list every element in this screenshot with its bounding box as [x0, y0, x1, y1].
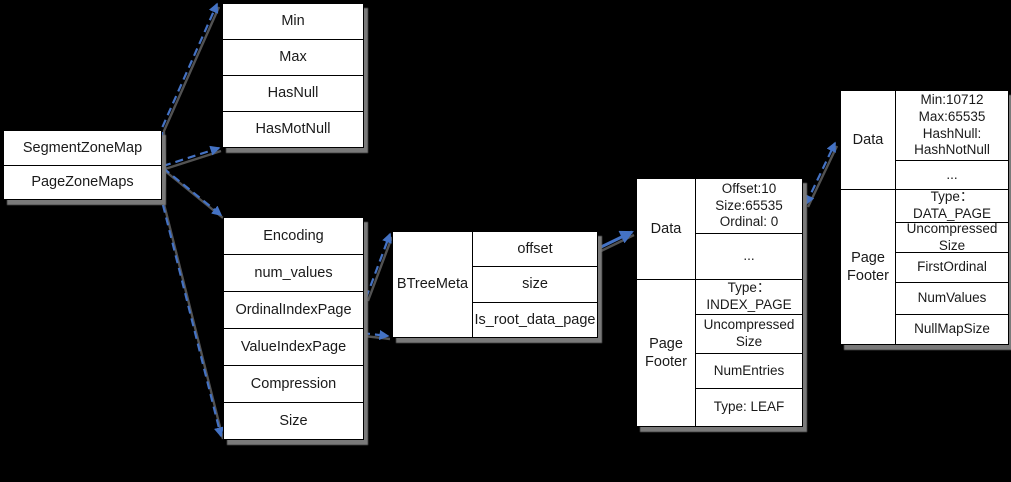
- column-meta-box: Encoding num_values OrdinalIndexPage Val…: [223, 217, 364, 440]
- btree-meta-row-size: size: [473, 266, 597, 301]
- index-page-data-label: Data: [650, 220, 682, 237]
- data-page-stats: Min:10712 Max:65535 HashNull: HashNotNul…: [914, 91, 990, 158]
- index-page-entry: Offset:10 Size:65535 Ordinal: 0: [715, 180, 783, 230]
- connector-offset-to-index-page: [598, 230, 634, 250]
- segment-stats-row-hasmotnull: HasMotNull: [223, 111, 363, 147]
- index-page-footer-num-entries: NumEntries: [696, 353, 802, 388]
- index-page-footer-type: Type： INDEX_PAGE: [696, 279, 802, 314]
- connector-valueindex-to-btreemeta: [361, 329, 390, 341]
- data-page-footer-type: Type： DATA_PAGE: [896, 189, 1008, 222]
- btree-meta-box: BTreeMeta offset size Is_root_data_page: [392, 231, 598, 338]
- data-page-footer-uncompressed-size: Uncompressed Size: [896, 221, 1008, 253]
- column-meta-row-compression: Compression: [224, 365, 363, 402]
- data-page-box: Data Page Footer Min:10712 Max:65535 Has…: [840, 90, 1009, 345]
- btree-meta-label: BTreeMeta: [396, 276, 469, 293]
- btree-meta-row-offset: offset: [517, 241, 553, 258]
- segment-stats-box: Min Max HasNull HasMotNull: [222, 3, 364, 148]
- column-meta-row-size: Size: [224, 402, 363, 439]
- index-page-footer-leaf-type: Type: LEAF: [696, 388, 802, 426]
- segment-stats-row-hasnull: HasNull: [223, 75, 363, 111]
- index-page-entry-ellipsis: ...: [696, 233, 802, 279]
- column-meta-row-ordinal-index-page: OrdinalIndexPage: [224, 291, 363, 328]
- connector-indexentry-to-data-page: [805, 141, 836, 206]
- index-page-box: Data Page Footer Offset:10 Size:65535 Or…: [636, 178, 803, 427]
- zone-map-box: SegmentZoneMap PageZoneMaps: [3, 130, 162, 200]
- data-page-stats-ellipsis: ...: [896, 160, 1008, 189]
- column-meta-row-num-values: num_values: [224, 254, 363, 291]
- data-page-footer-num-values: NumValues: [896, 282, 1008, 314]
- connector-zonemap-to-column-meta-bottom: [160, 165, 224, 438]
- index-page-footer-uncompressed-size: Uncompressed Size: [696, 314, 802, 353]
- segment-stats-row-max: Max: [223, 39, 363, 75]
- zone-map-row-segment: SegmentZoneMap: [22, 139, 143, 156]
- connector-ordinalindex-to-btreemeta: [364, 232, 392, 299]
- connector-zonemap-to-segment-stats-bottom: [162, 145, 221, 168]
- data-page-footer-first-ordinal: FirstOrdinal: [896, 252, 1008, 282]
- column-meta-row-value-index-page: ValueIndexPage: [224, 328, 363, 365]
- data-page-footer-null-map-size: NullMapSize: [896, 314, 1008, 344]
- btree-meta-row-root-data-page: Is_root_data_page: [473, 301, 597, 337]
- segment-stats-row-min: Min: [281, 13, 305, 30]
- data-page-footer-label: Page Footer: [841, 189, 895, 344]
- index-page-footer-label: Page Footer: [637, 279, 695, 426]
- column-meta-row-encoding: Encoding: [263, 227, 324, 244]
- zone-map-row-page: PageZoneMaps: [4, 164, 161, 200]
- data-page-data-label: Data: [852, 131, 884, 148]
